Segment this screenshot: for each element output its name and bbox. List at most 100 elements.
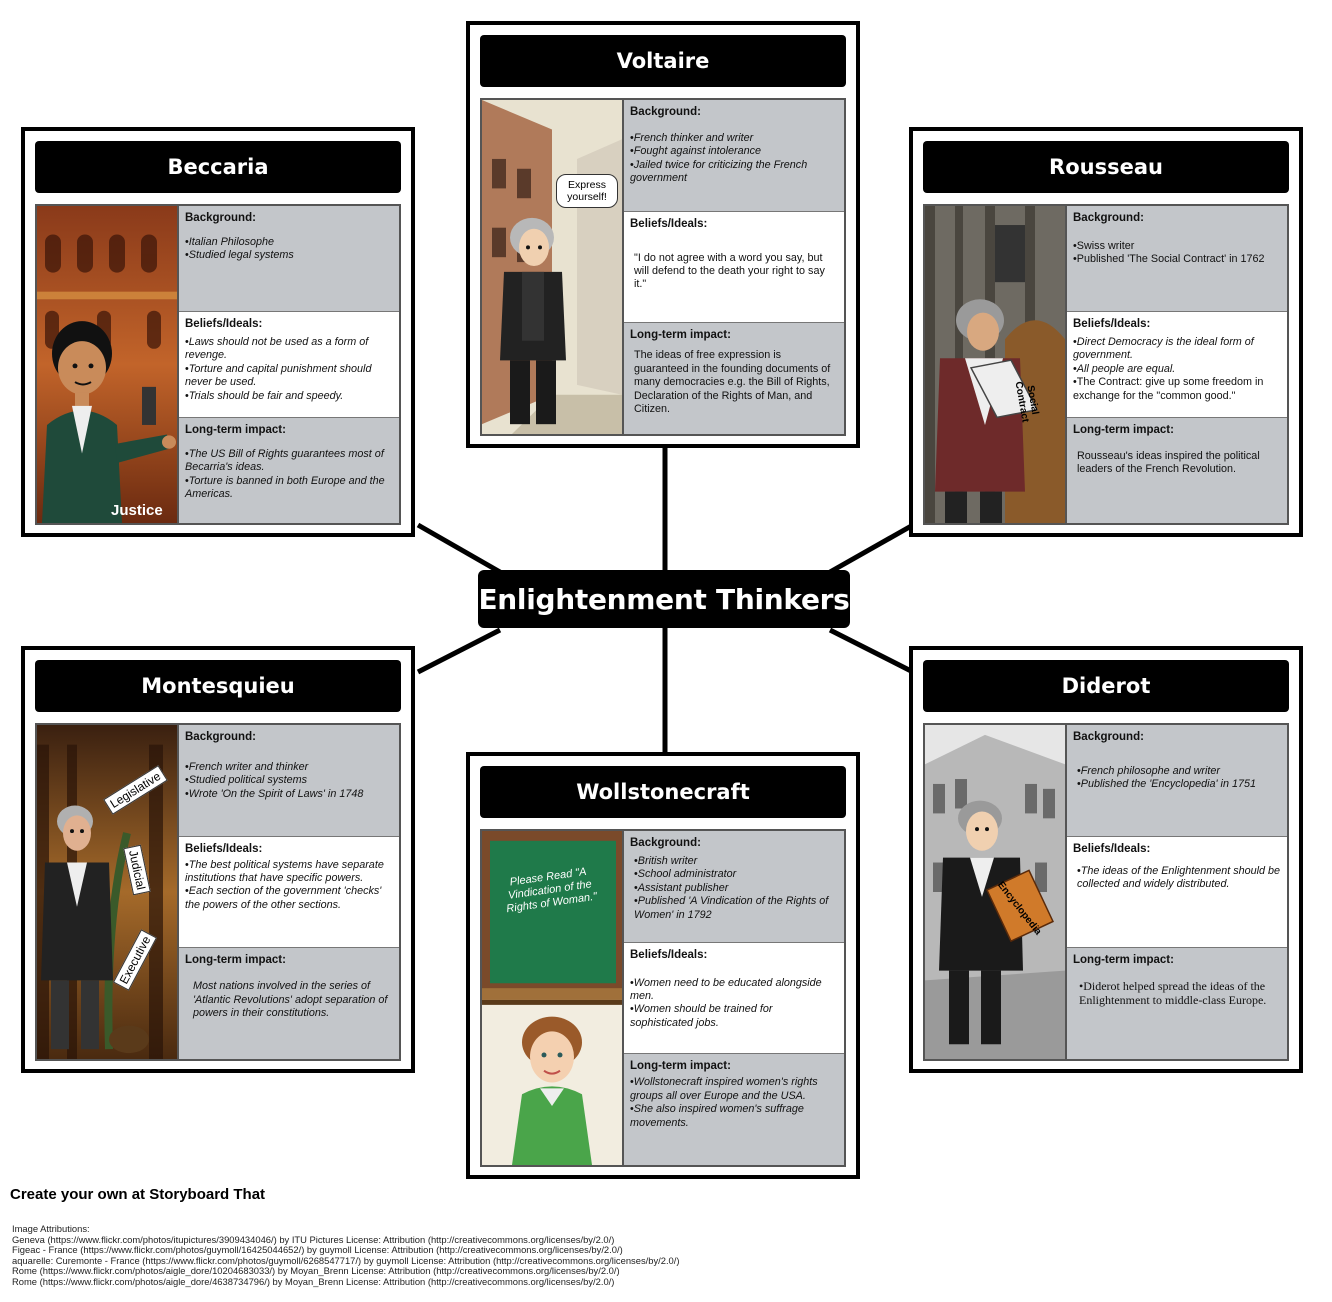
- list-item: The ideas of the Enlightenment should be…: [1077, 865, 1281, 892]
- card-panel: Social Contract Background: Swiss writer…: [923, 204, 1289, 525]
- impact-list: Diderot helped spread the ideas of the E…: [1073, 980, 1281, 1007]
- list-item: She also inspired women's suffrage movem…: [630, 1103, 838, 1130]
- impact-text: The ideas of free expression is guarante…: [634, 349, 831, 415]
- card-title: Rousseau: [923, 141, 1289, 193]
- list-item: British writer: [634, 855, 838, 868]
- beliefs-section: Beliefs/Ideals: Laws should not be used …: [179, 312, 399, 418]
- background-section: Background: British writer School admini…: [624, 831, 844, 943]
- background-section: Background: Swiss writer Published 'The …: [1067, 206, 1287, 312]
- list-item: Published 'The Social Contract' in 1762: [1073, 253, 1281, 266]
- impact-section: Long-term impact: Rousseau's ideas inspi…: [1067, 418, 1287, 523]
- impact-heading: Long-term impact:: [185, 424, 286, 436]
- impact-section: Long-term impact: Diderot helped spread …: [1067, 948, 1287, 1060]
- diderot-illustration: Encyclopedia: [925, 725, 1065, 1059]
- list-item: Direct Democracy is the ideal form of go…: [1073, 336, 1281, 363]
- beliefs-list: Laws should not be used as a form of rev…: [185, 336, 393, 403]
- card-panel: Express yourself! Background: French thi…: [480, 98, 846, 436]
- card-diderot: Diderot Encyclopedia: [909, 646, 1303, 1073]
- rousseau-illustration: Social Contract: [925, 206, 1065, 523]
- card-sections: Background: British writer School admini…: [622, 831, 844, 1166]
- card-title: Voltaire: [480, 35, 846, 87]
- card-sections: Background: Italian Philosophe Studied l…: [177, 206, 399, 523]
- card-sections: Background: French writer and thinker St…: [177, 725, 399, 1060]
- attributions-heading: Image Attributions:: [12, 1223, 90, 1234]
- beliefs-heading: Beliefs/Ideals:: [1073, 318, 1151, 330]
- background-list: Italian Philosophe Studied legal systems: [185, 236, 393, 263]
- beliefs-list: The best political systems have separate…: [185, 859, 393, 913]
- list-item: The US Bill of Rights guarantees most of…: [185, 448, 393, 475]
- list-item: Trials should be fair and speedy.: [185, 390, 393, 403]
- card-montesquieu: Montesquieu Legislative J: [21, 646, 415, 1073]
- list-item: French philosophe and writer: [1077, 765, 1281, 778]
- card-panel: Legislative Judicial Executive Backgroun…: [35, 723, 401, 1061]
- card-panel: Justice Background: Italian Philosophe S…: [35, 204, 401, 525]
- list-item: The best political systems have separate…: [185, 859, 393, 886]
- list-item: Studied legal systems: [185, 249, 393, 262]
- background-section: Background: French writer and thinker St…: [179, 725, 399, 837]
- central-topic-title: Enlightenment Thinkers: [478, 570, 850, 628]
- list-item: Italian Philosophe: [185, 236, 393, 249]
- beliefs-heading: Beliefs/Ideals:: [630, 217, 708, 230]
- beliefs-list: Direct Democracy is the ideal form of go…: [1073, 336, 1281, 403]
- background-heading: Background:: [185, 731, 256, 743]
- beliefs-list: The ideas of the Enlightenment should be…: [1073, 865, 1281, 892]
- attribution-line: Figeac - France (https://www.flickr.com/…: [12, 1244, 623, 1256]
- storyboard-caption: Create your own at Storyboard That: [10, 1186, 266, 1203]
- impact-list: Wollstonecraft inspired women's rights g…: [630, 1076, 838, 1130]
- background-heading: Background:: [1073, 212, 1144, 224]
- card-title: Diderot: [923, 660, 1289, 712]
- list-item: Torture and capital punishment should ne…: [185, 363, 393, 390]
- card-sections: Background: French philosophe and writer…: [1065, 725, 1287, 1060]
- background-heading: Background:: [1073, 731, 1144, 743]
- beliefs-heading: Beliefs/Ideals:: [185, 842, 263, 855]
- card-voltaire: Voltaire Express yourself! Background:: [466, 21, 860, 448]
- list-item: School administrator: [634, 868, 838, 881]
- speech-bubble: Express yourself!: [556, 174, 618, 208]
- background-list: British writer School administrator Assi…: [630, 855, 838, 922]
- impact-section: Long-term impact: Most nations involved …: [179, 948, 399, 1060]
- beliefs-heading: Beliefs/Ideals:: [185, 318, 263, 330]
- justice-label: Justice: [111, 502, 163, 519]
- list-item: French writer and thinker: [185, 761, 393, 774]
- beliefs-quote: "I do not agree with a word you say, but…: [634, 251, 825, 291]
- beliefs-section: Beliefs/Ideals: The ideas of the Enlight…: [1067, 836, 1287, 949]
- list-item: Wollstonecraft inspired women's rights g…: [630, 1076, 838, 1103]
- card-rousseau: Rousseau Social Contract B: [909, 127, 1303, 537]
- impact-heading: Long-term impact:: [630, 1060, 731, 1073]
- impact-section: Long-term impact: Wollstonecraft inspire…: [624, 1054, 844, 1166]
- voltaire-illustration: Express yourself!: [482, 100, 622, 434]
- background-list: French philosophe and writer Published t…: [1073, 765, 1281, 792]
- list-item: Torture is banned in both Europe and the…: [185, 475, 393, 502]
- background-section: Background: Italian Philosophe Studied l…: [179, 206, 399, 312]
- background-heading: Background:: [630, 837, 701, 849]
- card-panel: Please Read "A Vindication of the Rights…: [480, 829, 846, 1167]
- background-section: Background: French thinker and writer Fo…: [624, 100, 844, 212]
- list-item: Each section of the government 'checks' …: [185, 885, 393, 912]
- list-item: French thinker and writer: [630, 132, 838, 145]
- list-item: Laws should not be used as a form of rev…: [185, 336, 393, 363]
- background-list: French writer and thinker Studied politi…: [185, 761, 393, 801]
- background-heading: Background:: [185, 212, 256, 224]
- card-panel: Encyclopedia Background: French philosop…: [923, 723, 1289, 1061]
- montesquieu-illustration: Legislative Judicial Executive: [37, 725, 177, 1059]
- impact-list: The US Bill of Rights guarantees most of…: [185, 448, 393, 502]
- card-wollstonecraft: Wollstonecraft Please Read "A Vindicatio…: [466, 752, 860, 1179]
- list-item: Women need to be educated alongside men.: [630, 977, 838, 1004]
- list-item: Published the 'Encyclopedia' in 1751: [1077, 778, 1281, 791]
- wollstonecraft-illustration: Please Read "A Vindication of the Rights…: [482, 831, 622, 1165]
- beliefs-list: Women need to be educated alongside men.…: [630, 977, 838, 1031]
- background-section: Background: French philosophe and writer…: [1067, 725, 1287, 837]
- list-item: All people are equal.: [1073, 363, 1281, 376]
- impact-heading: Long-term impact:: [1073, 424, 1174, 436]
- impact-heading: Long-term impact:: [1073, 954, 1174, 967]
- impact-text: Rousseau's ideas inspired the political …: [1077, 450, 1260, 476]
- impact-text: Most nations involved in the series of '…: [193, 980, 388, 1020]
- card-title: Beccaria: [35, 141, 401, 193]
- beliefs-section: Beliefs/Ideals: "I do not agree with a w…: [624, 211, 844, 324]
- card-title: Montesquieu: [35, 660, 401, 712]
- beliefs-section: Beliefs/Ideals: Women need to be educate…: [624, 942, 844, 1055]
- list-item: The Contract: give up some freedom in ex…: [1073, 376, 1281, 403]
- card-sections: Background: Swiss writer Published 'The …: [1065, 206, 1287, 523]
- attribution-line: aquarelle: Curemonte - France (https://w…: [12, 1254, 680, 1266]
